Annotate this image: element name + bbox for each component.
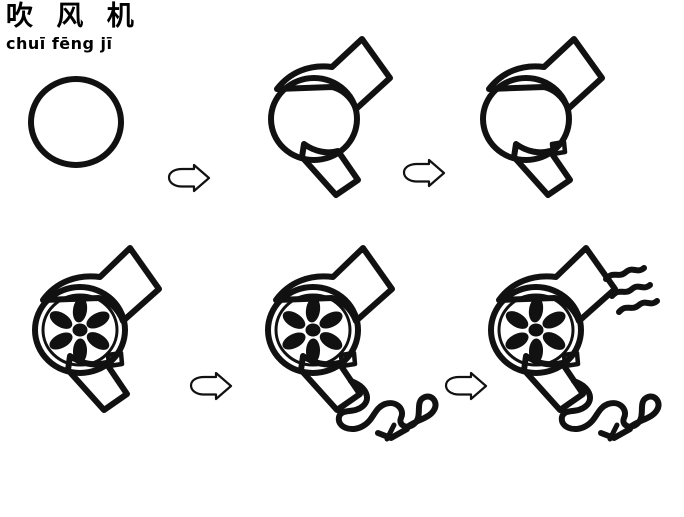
inner-ring — [41, 293, 119, 367]
circle — [480, 75, 572, 163]
arrow-step1-to-step2 — [166, 163, 212, 193]
plug-prong — [384, 422, 397, 442]
handle — [511, 141, 573, 198]
grille-petal-vent — [542, 332, 566, 350]
grille-petal-vent — [72, 338, 88, 364]
step-6-drawing — [488, 245, 662, 442]
plug-prong — [607, 422, 620, 442]
grille-petal-vent — [319, 332, 343, 350]
grille-petal-vent — [528, 297, 544, 323]
grille — [282, 297, 343, 364]
switch-nub — [105, 350, 125, 369]
step-4-nozzle-grille — [22, 242, 187, 442]
circle — [28, 76, 124, 168]
step-5-drawing — [265, 245, 439, 442]
step-2-body-and-handle — [258, 34, 418, 199]
grille-petal-vent — [542, 311, 566, 329]
right-arrow-icon — [167, 163, 211, 193]
barrel — [496, 245, 618, 324]
step-3-switch-nub — [470, 34, 630, 199]
page-title-pinyin: chuī fēng jī — [6, 34, 113, 53]
grille — [505, 297, 566, 364]
barrel — [40, 245, 162, 324]
grille-petal-vent — [319, 311, 343, 329]
right-arrow-icon — [402, 158, 446, 188]
barrel — [486, 36, 605, 112]
arrow-step4-to-step5 — [188, 371, 234, 401]
power-plug — [598, 426, 633, 441]
switch-nub — [549, 139, 568, 157]
grille-petal-vent — [49, 311, 73, 329]
step-2-drawing — [268, 36, 393, 198]
inner-ring — [497, 293, 575, 367]
grille-petal-vent — [72, 297, 88, 323]
grille-center-vent — [528, 323, 544, 337]
circle — [32, 284, 128, 376]
step-4-drawing — [32, 245, 162, 413]
handle — [299, 141, 361, 198]
grille-petal-vent — [305, 338, 321, 364]
grille — [49, 297, 110, 364]
power-plug — [375, 426, 410, 441]
arrow-step5-to-step6 — [443, 371, 489, 401]
grille-petal-vent — [528, 338, 544, 364]
arrow-glyph — [444, 371, 488, 401]
air-waves — [603, 265, 660, 315]
grille-petal-vent — [505, 311, 529, 329]
inner-ring — [274, 293, 352, 367]
grille-petal-vent — [305, 297, 321, 323]
power-cord — [558, 378, 662, 432]
air-wave-line — [616, 298, 660, 315]
circle — [265, 284, 361, 376]
grille-petal-vent — [49, 332, 73, 350]
grille-petal-vent — [505, 332, 529, 350]
switch-nub — [338, 350, 358, 369]
arrow-glyph — [402, 158, 446, 188]
page-title-hanzi: 吹 风 机 — [6, 1, 141, 32]
arrow-glyph — [189, 371, 233, 401]
step-3-drawing — [480, 36, 605, 198]
grille-center-vent — [72, 323, 88, 337]
circle — [268, 75, 360, 163]
grille-petal-vent — [86, 332, 110, 350]
grille-center-vent — [305, 323, 321, 337]
step-1-circle-outline — [18, 66, 168, 186]
air-wave-line — [609, 282, 653, 299]
right-arrow-icon — [189, 371, 233, 401]
step-6-air-flow-lines — [478, 228, 684, 453]
step-1-drawing — [28, 76, 124, 168]
barrel — [274, 36, 393, 112]
switch-nub — [561, 350, 581, 369]
grille-petal-vent — [282, 332, 306, 350]
right-arrow-icon — [444, 371, 488, 401]
circle — [488, 284, 584, 376]
step-5-power-cord — [255, 242, 455, 452]
air-wave-line — [603, 265, 647, 282]
grille-petal-vent — [86, 311, 110, 329]
arrow-step2-to-step3 — [401, 158, 447, 188]
power-cord — [335, 378, 439, 432]
arrow-glyph — [167, 163, 211, 193]
barrel — [273, 245, 395, 324]
grille-petal-vent — [282, 311, 306, 329]
title-block: 吹 风 机 chuī fēng jī — [6, 2, 186, 58]
